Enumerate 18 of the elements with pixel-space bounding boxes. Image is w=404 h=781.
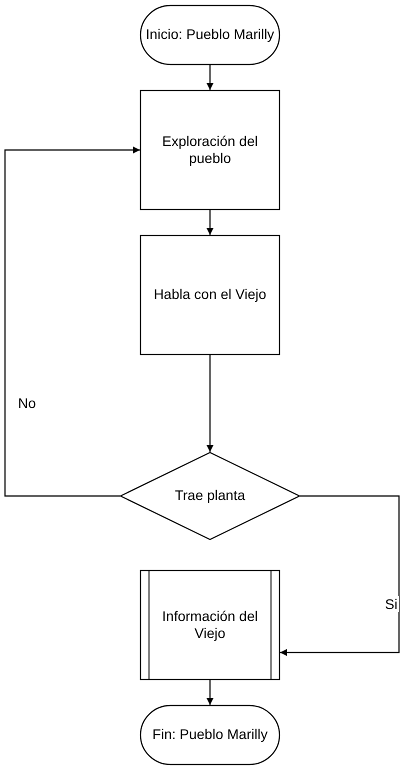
arrow bbox=[206, 210, 214, 235]
node-text: Inicio: Pueblo Marilly bbox=[146, 26, 274, 44]
edge-label: No bbox=[16, 395, 38, 411]
arrow bbox=[206, 680, 214, 705]
node-text: Fin: Pueblo Marilly bbox=[152, 726, 268, 744]
edge-label: Si bbox=[383, 596, 400, 612]
node-text: Información del Viejo bbox=[161, 608, 259, 642]
process-box bbox=[140, 235, 280, 355]
node-text: Habla con el Viejo bbox=[154, 286, 266, 304]
arrow bbox=[280, 495, 400, 656]
node-text: Exploración del pueblo bbox=[161, 132, 259, 168]
node-text: Trae planta bbox=[174, 487, 246, 505]
arrow bbox=[206, 355, 214, 452]
decision-diamond bbox=[120, 452, 300, 540]
process-box bbox=[140, 90, 280, 210]
arrow bbox=[206, 65, 214, 90]
predefined-process-box bbox=[140, 570, 280, 680]
arrow bbox=[4, 146, 140, 497]
